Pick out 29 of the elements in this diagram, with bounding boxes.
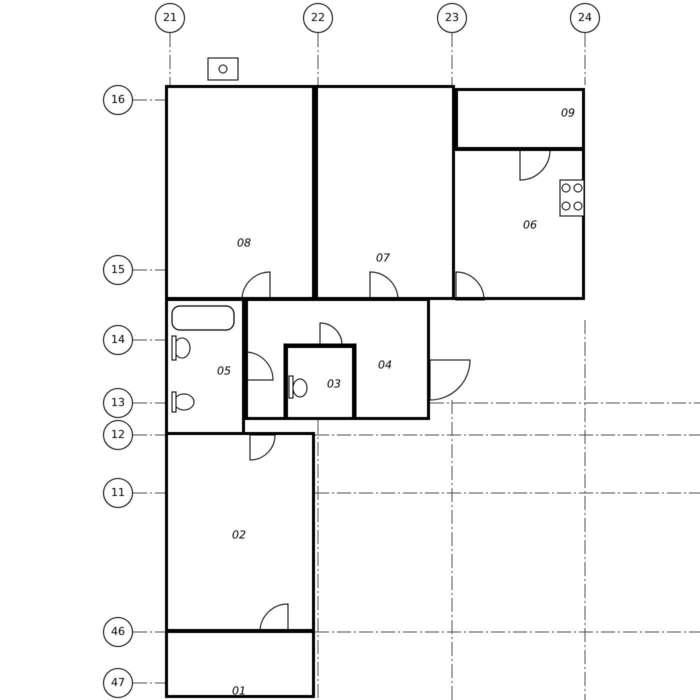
- room-outline: [452, 148, 585, 300]
- grid-axis-marker: 46: [103, 617, 133, 647]
- room-number: 02: [232, 528, 246, 542]
- room-number: 05: [217, 364, 231, 378]
- room-number: 01: [232, 684, 246, 698]
- room-number: 07: [376, 252, 390, 264]
- room-outline: [245, 298, 430, 420]
- grid-axis-marker: 14: [103, 325, 133, 355]
- grid-axis-marker: 12: [103, 420, 133, 450]
- room-outline: [315, 85, 455, 300]
- room-outline: [165, 85, 315, 300]
- grid-axis-marker: 15: [103, 255, 133, 285]
- grid-axis-marker: 23: [437, 3, 467, 33]
- room-number: 03: [327, 378, 341, 390]
- grid-axis-marker: 16: [103, 85, 133, 115]
- room-number: 09: [561, 106, 575, 120]
- room-outline: [455, 88, 585, 150]
- grid-axis-marker: 21: [155, 3, 185, 33]
- room-number: 04: [378, 358, 392, 372]
- grid-axis-marker: 11: [103, 478, 133, 508]
- room-number: 06: [523, 218, 537, 232]
- grid-axis-marker: 24: [570, 3, 600, 33]
- room-outline: [165, 432, 315, 632]
- grid-axis-marker: 22: [303, 3, 333, 33]
- room-number: 08: [237, 236, 251, 250]
- grid-axis-marker: 13: [103, 388, 133, 418]
- room-outline: [285, 345, 355, 420]
- grid-axis-marker: 47: [103, 668, 133, 698]
- room-outline: [165, 630, 315, 698]
